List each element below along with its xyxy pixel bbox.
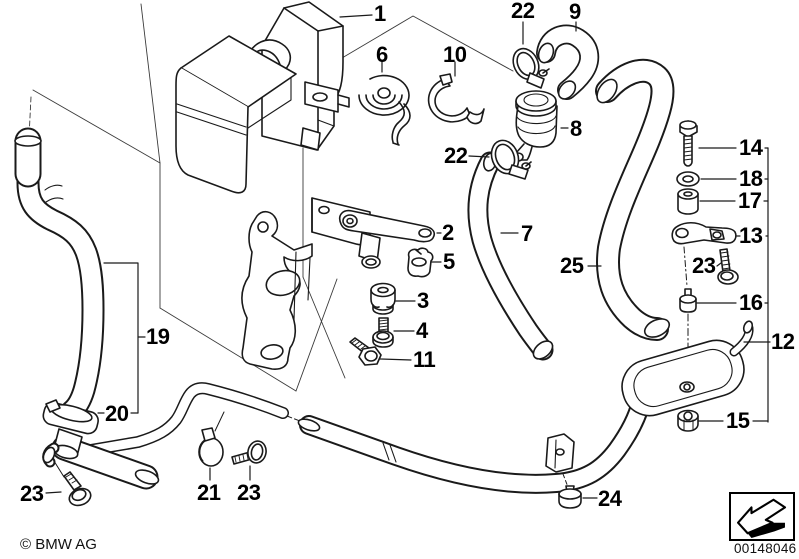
callout-part12: 12: [771, 329, 795, 354]
callout-part5: 5: [443, 249, 455, 274]
buffer-drawing: [370, 282, 396, 315]
pipe-bracket-clip-drawing: [545, 433, 575, 488]
muffler-drawing: [621, 320, 754, 417]
leader-lines: [45, 14, 771, 499]
screw-23-left-drawing: [63, 471, 92, 507]
construction-lines: [28, 3, 514, 392]
gasket-drawing: [358, 74, 411, 146]
callout-part8: 8: [570, 116, 582, 141]
callout-part2: 2: [442, 220, 454, 245]
callout-part17: 17: [738, 188, 762, 213]
hose-19-drawing: [14, 127, 105, 423]
direction-arrow-icon: [737, 498, 787, 539]
hose-7-drawing: [467, 151, 554, 361]
hose-clamp-mid-drawing: [490, 139, 532, 180]
callout-part22-mid: 22: [444, 143, 468, 168]
image-number: 00148046: [734, 541, 797, 556]
dosing-pump-drawing: [512, 90, 558, 162]
grommet-24-drawing: [558, 485, 582, 509]
copyright-notice: © BMW AG: [20, 536, 97, 553]
callout-part15: 15: [726, 408, 750, 433]
hose-clamp-top-drawing: [512, 47, 550, 89]
open-clamp-drawing: [427, 73, 485, 125]
callout-part23-left: 23: [20, 481, 44, 506]
direction-arrow-box: [729, 492, 795, 541]
callout-part9: 9: [569, 0, 581, 24]
callout-part22-top: 22: [511, 0, 535, 23]
flange-20-drawing: [42, 399, 99, 478]
callout-part18: 18: [739, 166, 763, 191]
callout-part7: 7: [521, 221, 533, 246]
mounting-bracket-drawing: [241, 197, 436, 370]
nut-15-drawing: [677, 409, 699, 432]
callout-part13: 13: [739, 223, 763, 248]
callout-part19: 19: [146, 324, 170, 349]
callout-part16: 16: [739, 290, 763, 315]
callout-part23-right: 23: [692, 253, 716, 278]
washer-18-drawing: [676, 171, 700, 187]
screw-23-mid-drawing: [231, 440, 267, 465]
callout-part1: 1: [374, 1, 386, 26]
screw-4-drawing: [372, 317, 394, 348]
bolt-14-drawing: [679, 120, 698, 167]
pipe-run-drawing: [297, 392, 651, 494]
callout-part23-mid: 23: [237, 480, 261, 505]
hose-9-drawing: [536, 24, 600, 100]
heater-unit-drawing: [175, 1, 350, 194]
callout-part25: 25: [560, 253, 584, 278]
bolt-11-drawing: [349, 337, 382, 366]
callout-part21: 21: [197, 480, 221, 505]
callout-part3: 3: [417, 288, 429, 313]
bushing-17-drawing: [677, 188, 699, 215]
callout-part20: 20: [105, 401, 129, 426]
callout-part6: 6: [376, 42, 388, 67]
callout-part14: 14: [739, 135, 763, 160]
callout-part11: 11: [413, 347, 436, 372]
callout-part4: 4: [416, 318, 428, 343]
hose-25-drawing: [595, 58, 675, 341]
clamp-21-drawing: [198, 411, 225, 467]
bracket-13-drawing: [671, 221, 737, 287]
callout-part10: 10: [443, 42, 467, 67]
callout-part24: 24: [598, 486, 622, 511]
screw-23-right-drawing: [717, 248, 739, 285]
rubber-mount-drawing: [407, 247, 434, 278]
